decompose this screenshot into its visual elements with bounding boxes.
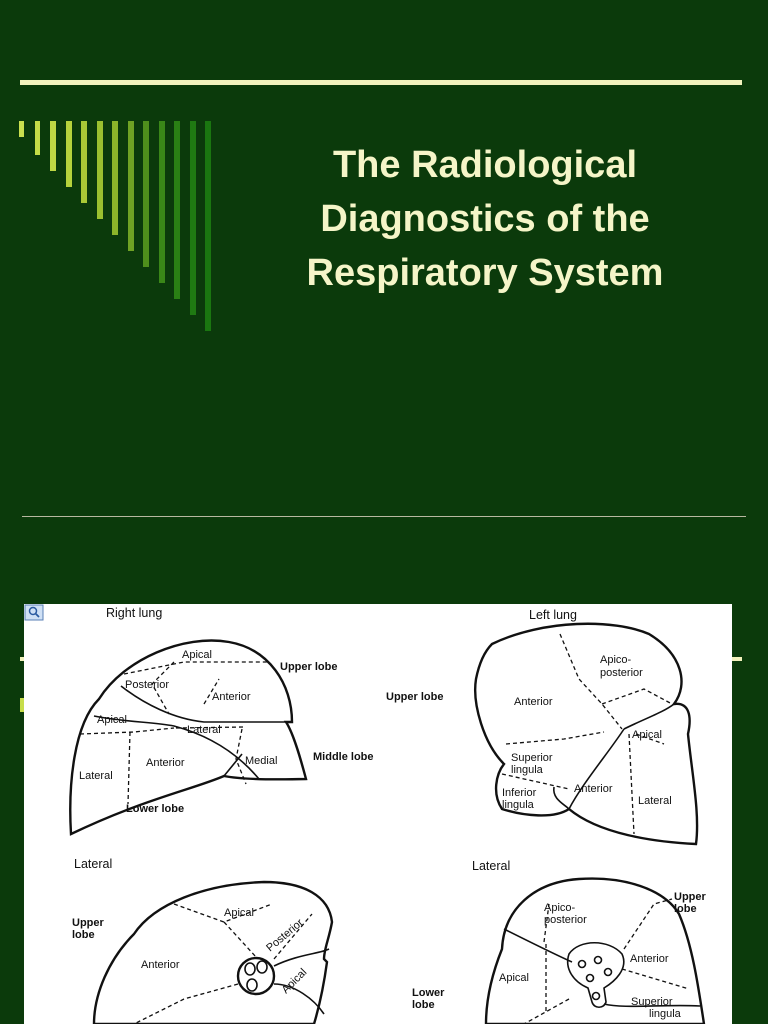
right-apical-label: Apical bbox=[182, 649, 212, 661]
right-upper-lobe-label: Upper lobe bbox=[280, 661, 337, 673]
right-lateral-heading: Lateral bbox=[74, 857, 112, 871]
left-apico-label: Apico- bbox=[600, 654, 632, 666]
right-lateral-drawing bbox=[92, 880, 334, 1024]
right-lateral-lobe-label: lobe bbox=[72, 929, 95, 941]
bullet-marker bbox=[20, 698, 26, 712]
left-lateral-drawing bbox=[484, 877, 706, 1024]
right-medial-label: Medial bbox=[245, 755, 277, 767]
right-anterior-label: Anterior bbox=[212, 691, 251, 703]
lung-diagram-svg: Right lung Apical Upper lobe Posterior A… bbox=[24, 604, 707, 1024]
left-inferior-label: Inferior bbox=[502, 787, 537, 799]
left-lateral-apico-label: Apico- bbox=[544, 902, 576, 914]
decorative-stripes bbox=[19, 121, 211, 331]
left-lateral-upper-label: Upper bbox=[674, 891, 707, 903]
left-lingula-lower-label: lingula bbox=[502, 799, 535, 811]
lower-rule-right bbox=[732, 657, 742, 661]
right-lateral-posterior-label: Posterior bbox=[264, 917, 306, 955]
left-lateral-heading: Lateral bbox=[472, 859, 510, 873]
left-lateral-lobe2-label: lobe bbox=[412, 999, 435, 1011]
left-lung-drawing bbox=[474, 622, 699, 846]
magnifier-icon[interactable] bbox=[24, 604, 44, 621]
slide-title: The Radiological Diagnostics of the Resp… bbox=[250, 138, 720, 300]
right-lateral-lower-label: Lateral bbox=[79, 770, 113, 782]
left-lung-heading: Left lung bbox=[529, 608, 577, 622]
right-lung-heading: Right lung bbox=[106, 606, 162, 620]
lung-segments-figure: Right lung Apical Upper lobe Posterior A… bbox=[24, 604, 732, 1024]
right-posterior-label: Posterior bbox=[125, 679, 169, 691]
left-lateral-lower-label: Lower bbox=[412, 987, 445, 999]
left-lateral-posterior-label: posterior bbox=[544, 914, 587, 926]
right-lateral-anterior-label: Anterior bbox=[141, 959, 180, 971]
left-apical-label: Apical bbox=[632, 729, 662, 741]
left-lateral-apical-label: Apical bbox=[499, 972, 529, 984]
right-lateral-apical-lower-label: Apical bbox=[280, 966, 310, 996]
title-line-1: The Radiological bbox=[332, 144, 638, 186]
right-apical-lower-label: Apical bbox=[97, 714, 127, 726]
right-anterior-lower-label: Anterior bbox=[146, 757, 185, 769]
left-lateral-superior-label: Superior bbox=[631, 996, 673, 1008]
left-lingula-label: lingula bbox=[511, 764, 544, 776]
left-lateral-anterior-label: Anterior bbox=[630, 953, 669, 965]
title-line-3: Respiratory System bbox=[306, 252, 664, 294]
left-upper-lobe-label: Upper lobe bbox=[386, 691, 443, 703]
left-lateral-label: Lateral bbox=[638, 795, 672, 807]
right-lateral-apical-label: Apical bbox=[224, 907, 254, 919]
right-lateral-label: Lateral bbox=[187, 724, 221, 736]
right-lower-lobe-label: Lower lobe bbox=[126, 803, 184, 815]
middle-divider bbox=[22, 516, 746, 517]
left-anterior-lower-label: Anterior bbox=[574, 783, 613, 795]
left-lateral-lobe-label: lobe bbox=[674, 903, 697, 915]
title-line-2: Diagnostics of the bbox=[320, 198, 650, 240]
right-middle-lobe-label: Middle lobe bbox=[313, 751, 374, 763]
left-posterior-label: posterior bbox=[600, 667, 643, 679]
top-rule bbox=[20, 80, 742, 85]
left-anterior-label: Anterior bbox=[514, 696, 553, 708]
left-lateral-lingula-label: lingula bbox=[649, 1008, 682, 1020]
right-lateral-upper-label: Upper bbox=[72, 917, 105, 929]
right-lung-drawing bbox=[69, 639, 308, 836]
left-superior-label: Superior bbox=[511, 752, 553, 764]
